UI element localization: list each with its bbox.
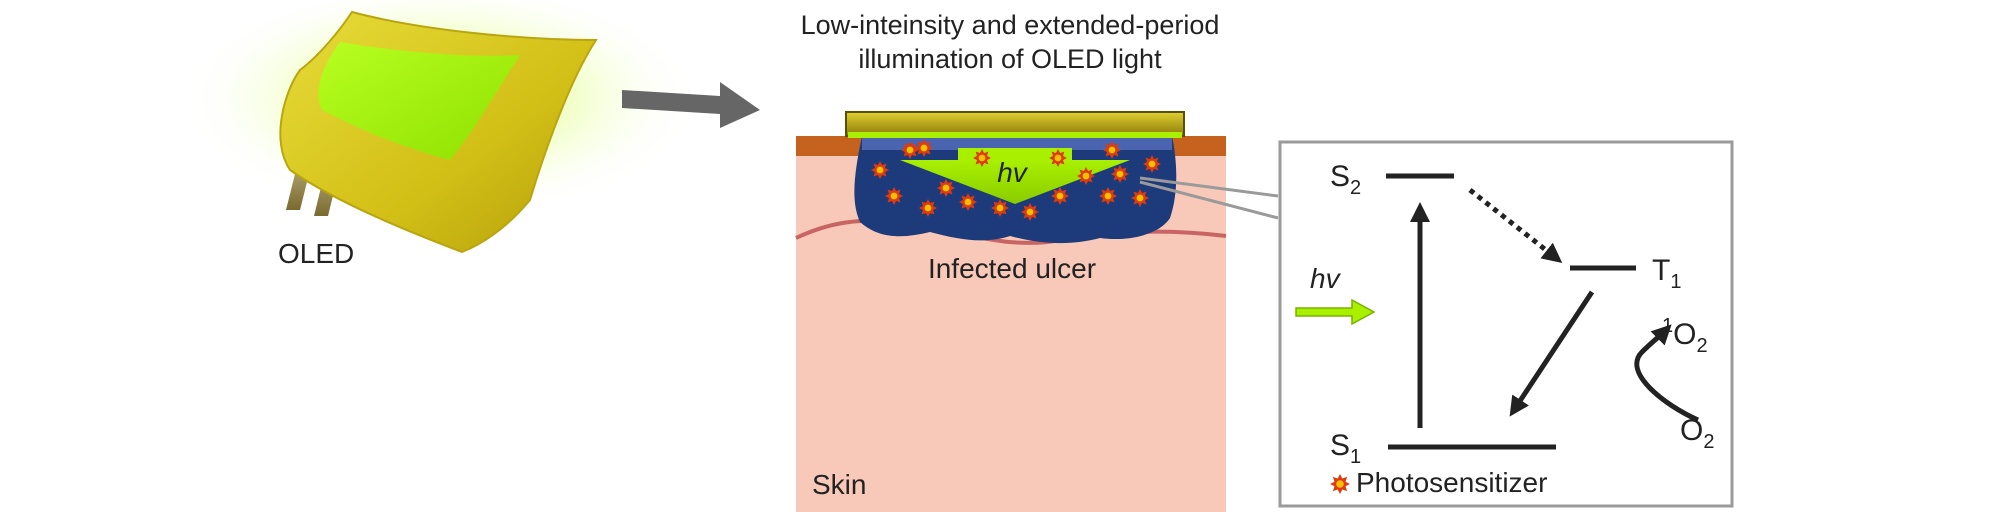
title-line-2: illumination of OLED light	[858, 44, 1162, 74]
ulcer-label: Infected ulcer	[928, 253, 1096, 284]
photosensitizer-icon	[1111, 165, 1129, 183]
oled-emitting-surface	[848, 132, 1182, 138]
diagram-title: Low-inteinsity and extended-period illum…	[801, 10, 1220, 74]
ulcer-top-layer	[862, 136, 1172, 150]
photosensitizer-icon	[1103, 141, 1121, 159]
hv-inset-label: hv	[1310, 263, 1342, 294]
photosensitizer-icon	[1330, 474, 1350, 494]
photosensitizer-icon	[973, 149, 991, 167]
photosensitizer-icon	[991, 199, 1009, 217]
state-s1: S1	[1330, 429, 1361, 468]
photosensitizer-icon	[885, 187, 903, 205]
photosensitizer-icon	[1143, 155, 1161, 173]
photosensitizer-icon	[1049, 149, 1067, 167]
legend-label: Photosensitizer	[1356, 467, 1547, 498]
hv-label: hv	[997, 157, 1029, 188]
photosensitizer-particles	[871, 139, 1161, 221]
photosensitizer-icon	[1021, 203, 1039, 221]
photosensitizer-icon	[919, 199, 937, 217]
state-s2: S2	[1330, 160, 1361, 199]
state-t1: T1	[1652, 254, 1681, 293]
energy-transfer-arrow	[1509, 290, 1595, 417]
skin-label: Skin	[812, 469, 866, 500]
photosensitizer-icon	[1051, 187, 1069, 205]
incident-light-arrow	[1295, 298, 1376, 326]
photosensitizer-icon	[871, 161, 889, 179]
jablonski-inset: S2 T1 S1 1O2 O2 hv Photosensitizer	[1278, 140, 1734, 508]
zoom-connector	[1139, 176, 1279, 220]
light-cone	[900, 160, 1130, 204]
oxygen-activation-arrow	[1634, 324, 1700, 423]
photosensitizer-icon	[1077, 167, 1095, 185]
photosensitizer-icon	[1330, 474, 1350, 494]
photosensitizer-icon	[915, 139, 933, 157]
state-oxygen: O2	[1680, 414, 1714, 453]
photosensitizer-icon	[1099, 187, 1117, 205]
oled-device: OLED	[180, 0, 700, 269]
illumination-arrow	[622, 82, 760, 128]
oled-label: OLED	[278, 238, 354, 269]
isc-arrow	[1468, 188, 1563, 263]
photosensitizer-icon	[901, 141, 919, 159]
photosensitizer-icon	[959, 193, 977, 211]
legend-photosensitizer: Photosensitizer	[1330, 467, 1547, 498]
oled-panel	[318, 42, 520, 160]
photosensitizer-icon	[937, 179, 955, 197]
title-line-1: Low-inteinsity and extended-period	[801, 10, 1220, 40]
photosensitizer-icon	[1131, 189, 1149, 207]
